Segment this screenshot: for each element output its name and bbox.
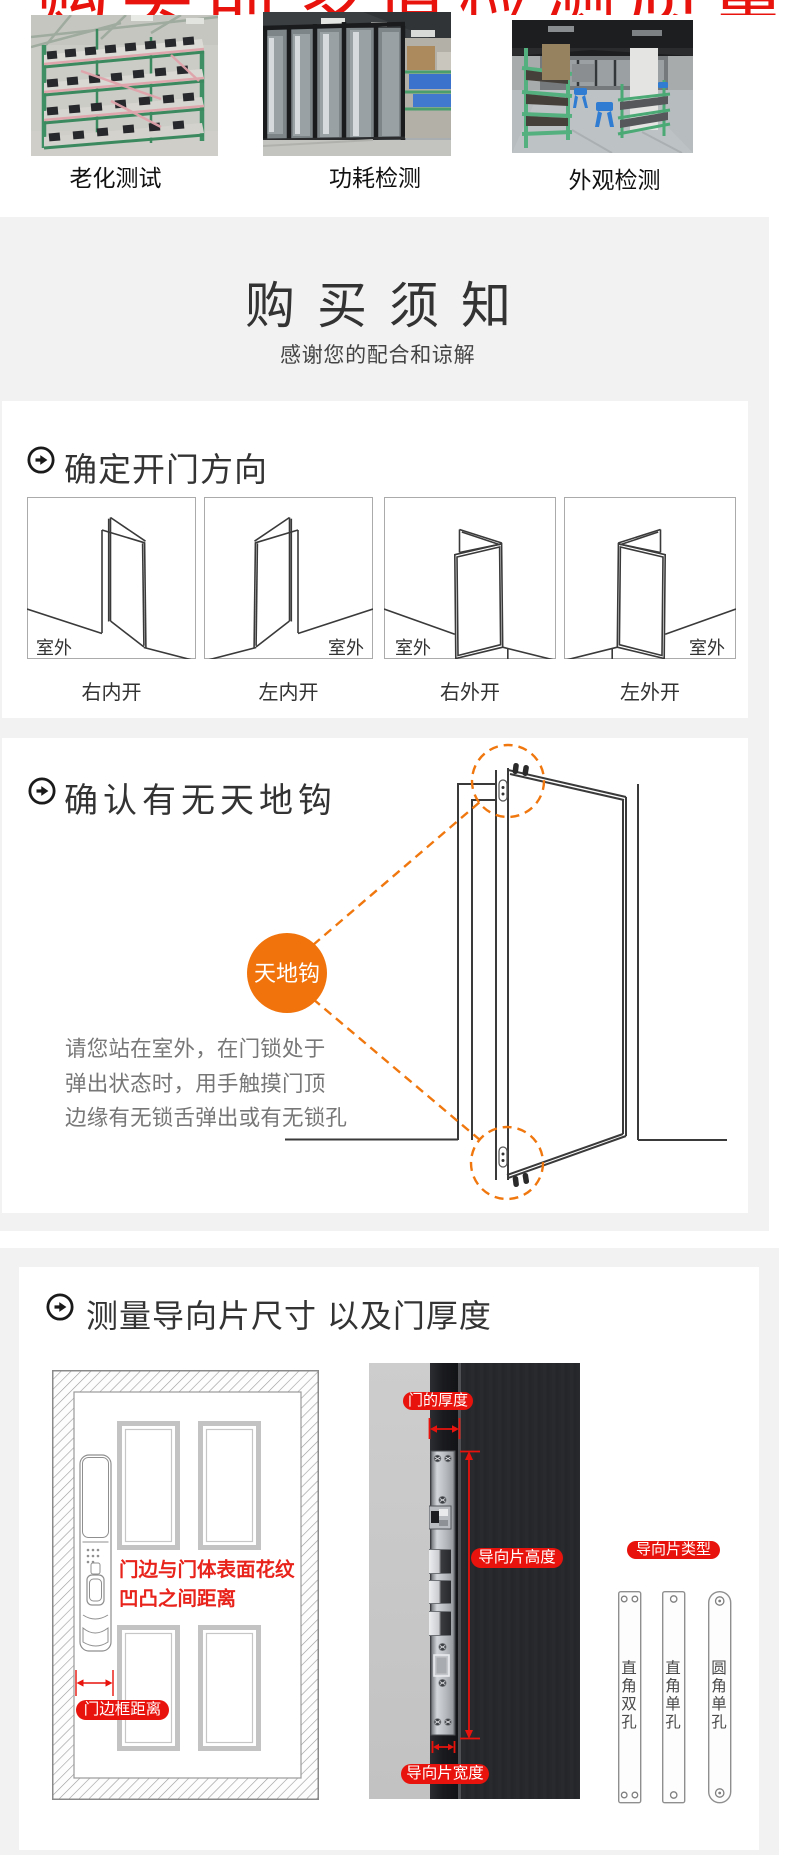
svg-text:室外: 室外 xyxy=(328,638,364,658)
svg-text:室外: 室外 xyxy=(395,638,431,658)
svg-text:室外: 室外 xyxy=(36,638,72,658)
svg-text:天地钩: 天地钩 xyxy=(254,961,320,986)
svg-text:室外: 室外 xyxy=(689,638,725,658)
